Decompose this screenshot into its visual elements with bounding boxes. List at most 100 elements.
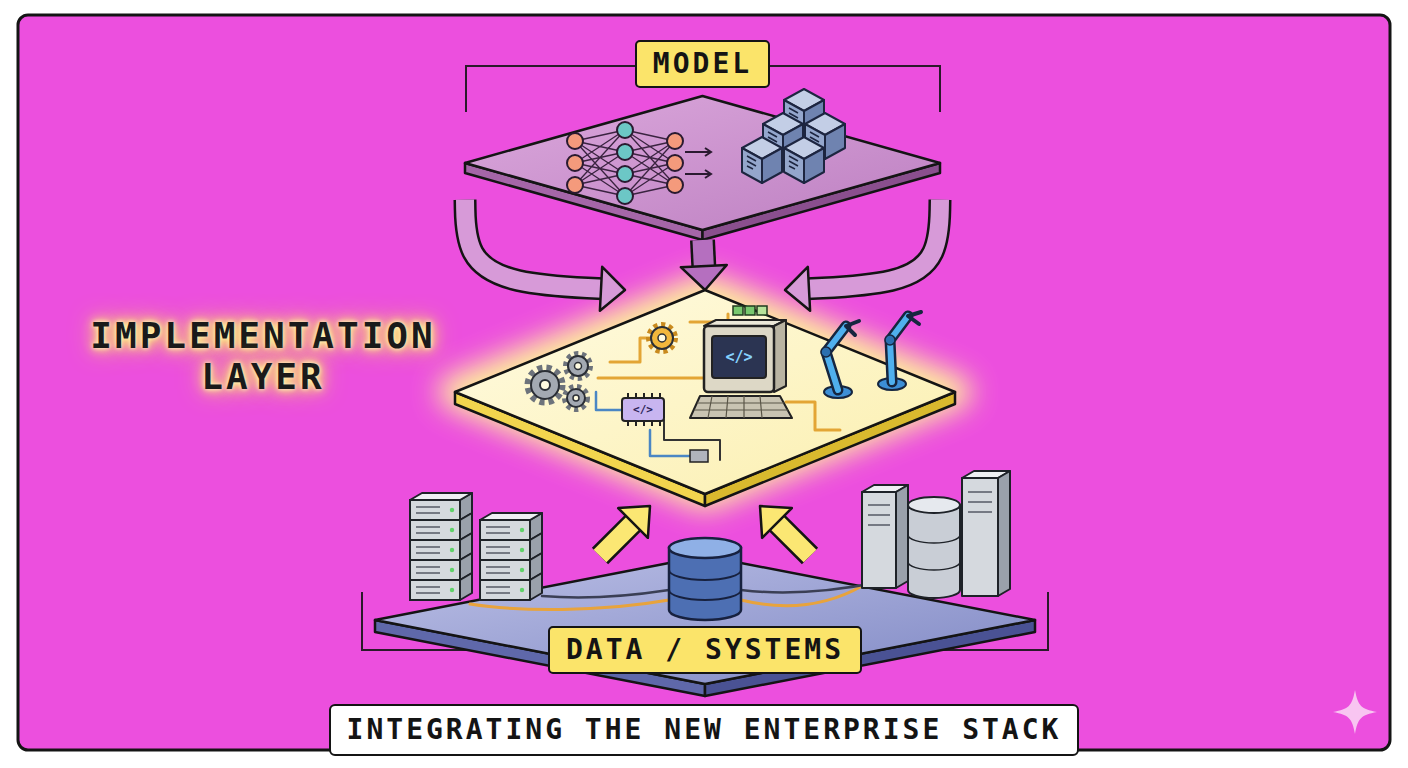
cylinder-band bbox=[669, 570, 741, 600]
gear-body bbox=[531, 371, 559, 399]
battery-cell bbox=[757, 306, 767, 315]
arrow-outline bbox=[776, 522, 810, 556]
network-link bbox=[575, 130, 625, 196]
network-node bbox=[667, 177, 683, 193]
circuit-trace bbox=[690, 314, 728, 322]
network-node bbox=[667, 133, 683, 149]
gear-teeth bbox=[649, 325, 675, 351]
arrow-shaft bbox=[600, 522, 634, 556]
sparkle-mark bbox=[1333, 690, 1377, 734]
code-symbol: </> bbox=[725, 350, 752, 365]
cube-icon bbox=[784, 137, 824, 183]
layer-tag: DATA / SYSTEMS bbox=[548, 626, 862, 674]
plate-face bbox=[465, 96, 940, 230]
gear-hole bbox=[573, 395, 579, 401]
frame-panel bbox=[18, 15, 1390, 750]
flow-arrow bbox=[465, 200, 625, 311]
arm-segment bbox=[890, 316, 908, 382]
arrow-shaft bbox=[776, 522, 810, 556]
cylinder-top bbox=[669, 538, 741, 558]
arm-joint bbox=[821, 347, 831, 357]
network-node bbox=[567, 133, 583, 149]
circuit-trace bbox=[610, 338, 651, 362]
chip-pin bbox=[628, 393, 660, 426]
keyboard-keys bbox=[694, 396, 788, 418]
cable bbox=[741, 586, 862, 606]
tower-front bbox=[962, 478, 998, 596]
server-cap bbox=[480, 513, 542, 520]
tower-front bbox=[862, 492, 896, 588]
flow-arrow bbox=[785, 200, 940, 311]
server-stack bbox=[410, 493, 542, 600]
plate-face bbox=[455, 290, 955, 494]
terminal-screen bbox=[712, 336, 766, 378]
battery-cell bbox=[745, 306, 755, 315]
network-link bbox=[625, 130, 675, 196]
terminal-body bbox=[704, 326, 774, 392]
computer-terminal bbox=[690, 320, 792, 418]
cube-icon bbox=[805, 113, 845, 159]
flow-arrow bbox=[600, 506, 650, 556]
circuit-trace bbox=[650, 430, 690, 456]
flow-arrow bbox=[681, 240, 727, 290]
code-chip bbox=[622, 393, 664, 426]
flow-arrow bbox=[760, 506, 810, 556]
arrow-shaft bbox=[807, 200, 940, 289]
tower-slit bbox=[868, 505, 890, 525]
server-unit bbox=[410, 533, 472, 560]
arrow-head bbox=[681, 265, 727, 290]
arrow-outline bbox=[807, 200, 940, 289]
gear-teeth bbox=[566, 354, 590, 378]
battery-blocks bbox=[733, 306, 767, 315]
terminal-keyboard bbox=[690, 396, 792, 418]
text-slot: MODEL bbox=[635, 40, 770, 88]
server-unit bbox=[480, 573, 542, 600]
arm-base bbox=[878, 378, 906, 390]
layer-tag: MODEL bbox=[635, 40, 770, 88]
server-unit bbox=[410, 553, 472, 580]
cube-icon bbox=[742, 137, 782, 183]
server-unit bbox=[480, 553, 542, 580]
gear-body bbox=[568, 356, 588, 376]
arm-joint bbox=[885, 335, 895, 345]
cube-icon bbox=[784, 89, 824, 135]
arrow-outline bbox=[465, 200, 603, 289]
cube-icon bbox=[763, 113, 803, 159]
network-node bbox=[567, 155, 583, 171]
cylinder-top bbox=[908, 497, 960, 513]
arrow-head bbox=[618, 506, 650, 538]
arrow-outline bbox=[600, 522, 634, 556]
code-symbol: </> bbox=[633, 404, 653, 415]
cube-cluster bbox=[742, 89, 845, 183]
network-node bbox=[567, 122, 683, 204]
plate-outline bbox=[455, 290, 955, 506]
arm-outline bbox=[890, 316, 908, 382]
plate-outline bbox=[465, 96, 940, 240]
gear-teeth bbox=[565, 387, 587, 409]
circuit-trace bbox=[598, 377, 704, 380]
arm-claw bbox=[908, 312, 921, 324]
network-node bbox=[667, 155, 683, 171]
text-slot: </> bbox=[725, 350, 752, 365]
server-tower bbox=[862, 471, 1010, 598]
tower-top bbox=[862, 485, 908, 492]
data-plate: DATA / SYSTEMS bbox=[375, 556, 1035, 696]
gear-group bbox=[528, 325, 675, 409]
server-unit bbox=[410, 513, 472, 540]
network-node bbox=[617, 122, 633, 138]
gear-body bbox=[567, 389, 585, 407]
arm-outline bbox=[826, 326, 846, 390]
text-slot: INTEGRATING THE NEW ENTERPRISE STACK bbox=[329, 704, 1080, 756]
caption-box: INTEGRATING THE NEW ENTERPRISE STACK bbox=[329, 704, 1080, 756]
gear-hole bbox=[658, 334, 666, 342]
server-unit bbox=[480, 513, 542, 540]
tower-side bbox=[998, 471, 1010, 596]
gear-teeth bbox=[528, 368, 562, 402]
network-node bbox=[617, 188, 633, 204]
tower-slit bbox=[968, 492, 992, 512]
circuit-trace bbox=[596, 392, 622, 410]
output-arrow bbox=[685, 148, 711, 178]
robot-arm bbox=[821, 312, 921, 398]
arrow-shaft bbox=[703, 240, 704, 268]
